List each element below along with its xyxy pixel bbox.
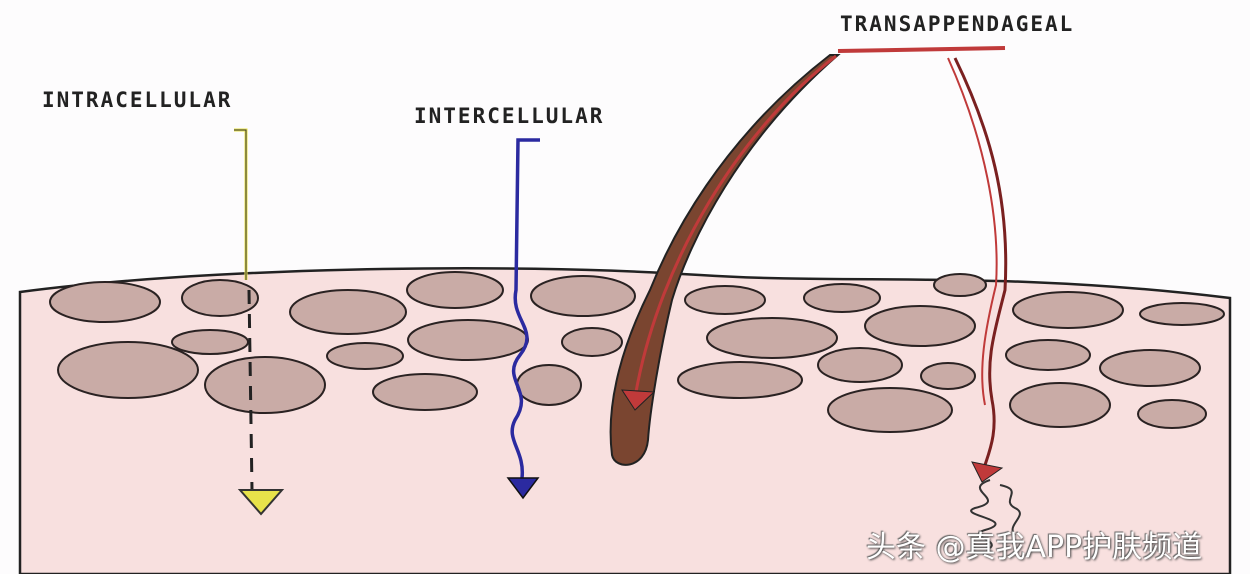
skin-cells	[49, 271, 1225, 433]
sweat-gland	[947, 57, 1021, 549]
skin-cell	[920, 362, 976, 390]
skin-cell	[827, 387, 953, 433]
intercellular-label: INTERCELLULAR	[414, 104, 605, 128]
skin-cell	[677, 361, 803, 399]
skin-cell	[933, 273, 987, 297]
skin-cell	[516, 364, 582, 406]
skin-cell	[1009, 382, 1111, 428]
skin-cell	[1137, 399, 1207, 429]
hair-follicle	[609, 46, 1006, 466]
intracellular-route-arrow	[234, 128, 285, 516]
skin-cell	[181, 279, 259, 317]
skin-cell	[684, 285, 766, 315]
skin-cell	[289, 289, 407, 335]
skin-cell	[1012, 291, 1124, 329]
skin-cell	[57, 341, 199, 399]
skin-cell	[1099, 349, 1201, 387]
skin-cell	[530, 275, 636, 317]
skin-cell	[1139, 302, 1225, 326]
skin-cell	[407, 319, 529, 361]
skin-cell	[817, 347, 903, 383]
skin-cell	[49, 281, 161, 323]
watermark: 头条 @真我APP护肤频道	[866, 530, 1203, 565]
skin-cell	[204, 356, 326, 414]
skin-cell	[803, 283, 881, 313]
skin-cell	[326, 342, 404, 370]
skin-cell	[706, 317, 838, 359]
skin-cell	[864, 305, 976, 347]
intercellular-route-arrow	[506, 138, 540, 500]
skin-cell	[406, 271, 504, 309]
skin-cell	[372, 373, 478, 411]
intracellular-label: INTRACELLULAR	[42, 88, 233, 112]
skin-cell	[1005, 339, 1091, 371]
skin-cell	[171, 329, 249, 355]
transappendageal-label: TRANSAPPENDAGEAL	[840, 12, 1075, 36]
skin-cell	[561, 327, 623, 357]
